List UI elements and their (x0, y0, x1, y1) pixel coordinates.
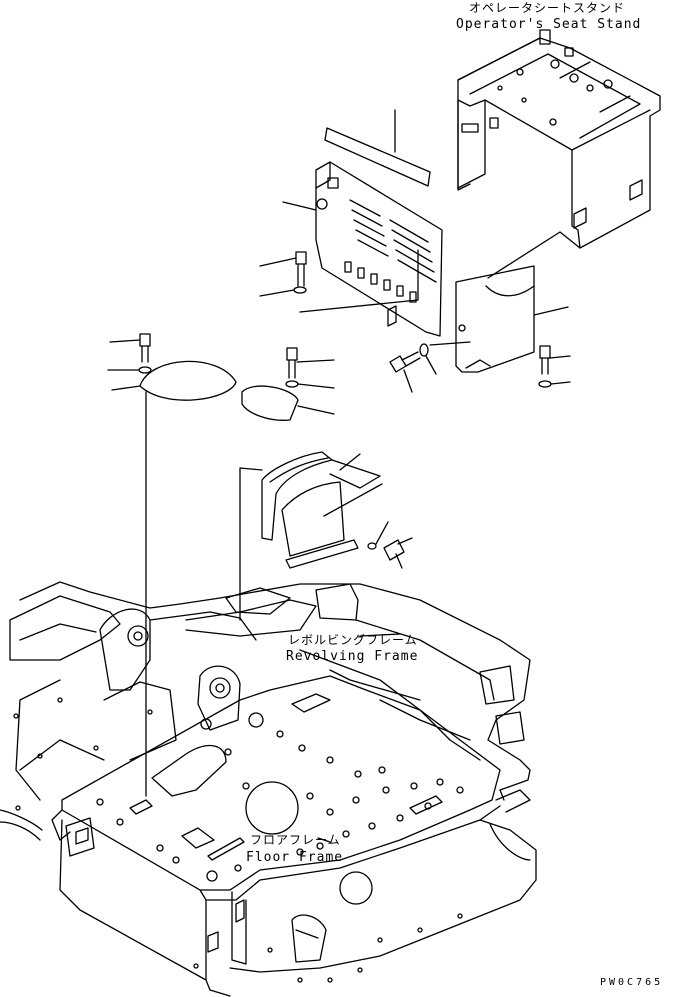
leader-lines (317, 633, 401, 843)
side-plate (429, 231, 581, 373)
seat-stand-label-en: Operator's Seat Stand (456, 17, 642, 32)
hardware-left (107, 251, 571, 393)
revolving-frame-label-jp: レボルビングフレーム (288, 633, 418, 647)
seat-stand-part (457, 29, 661, 249)
rubber-strip (324, 109, 431, 187)
revolving-frame-label-en: Revolving Frame (286, 649, 419, 664)
arc-seal (239, 451, 413, 621)
seat-stand-label-jp: オペレータシートスタンド (469, 1, 626, 15)
revolving-frame (0, 581, 531, 841)
drawing-code: PW0C765 (600, 977, 664, 988)
round-cover-plates (111, 360, 335, 797)
floor-frame (13, 675, 537, 997)
floor-frame-label-jp: フロアフレーム (250, 833, 341, 847)
floor-frame-label-en: Floor Frame (246, 850, 344, 865)
louver-cover (282, 161, 443, 337)
